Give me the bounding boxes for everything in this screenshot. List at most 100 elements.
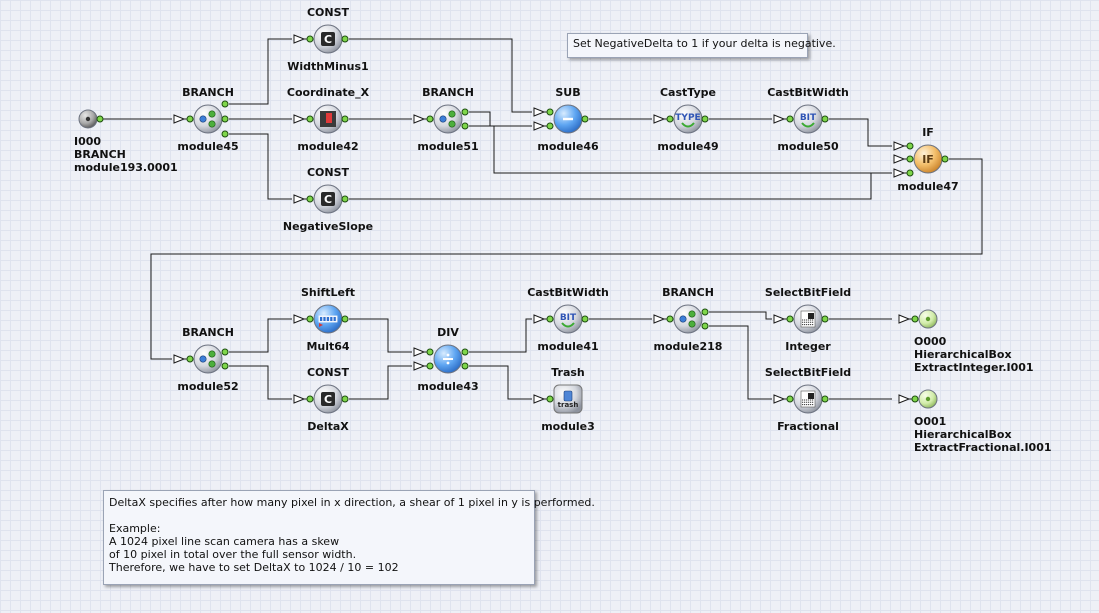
wire[interactable] <box>229 318 292 353</box>
input-arrow-icon <box>293 394 306 404</box>
output-port[interactable] <box>461 348 469 356</box>
io-label: BRANCH <box>74 148 126 161</box>
output-port[interactable] <box>341 115 349 123</box>
wire[interactable] <box>349 318 412 353</box>
input-arrow-icon <box>293 194 306 204</box>
wire[interactable] <box>469 318 532 353</box>
module-title: BRANCH <box>182 86 234 99</box>
cast-arrow <box>561 322 575 328</box>
input-arrow-icon <box>893 141 906 151</box>
output-port[interactable] <box>96 115 104 123</box>
output-port[interactable] <box>341 35 349 43</box>
input-port[interactable] <box>786 115 794 123</box>
input-port[interactable] <box>426 362 434 370</box>
input-dot <box>85 116 91 122</box>
input-port[interactable] <box>906 142 914 150</box>
wire[interactable] <box>349 172 892 200</box>
input-port[interactable] <box>306 315 314 323</box>
connection-wires <box>95 38 983 400</box>
wire[interactable] <box>349 38 532 113</box>
output-port[interactable] <box>221 348 229 356</box>
module-body[interactable] <box>433 104 463 134</box>
deltax-note[interactable]: DeltaX specifies after how many pixel in… <box>103 490 595 585</box>
output-port[interactable] <box>221 100 229 108</box>
wire[interactable] <box>469 111 532 127</box>
wire[interactable] <box>469 125 871 174</box>
wire[interactable] <box>829 118 892 147</box>
input-port[interactable] <box>546 315 554 323</box>
input-port[interactable] <box>786 315 794 323</box>
negative-delta-note[interactable]: Set NegativeDelta to 1 if your delta is … <box>567 33 836 58</box>
input-port[interactable] <box>426 115 434 123</box>
module-body[interactable] <box>193 344 223 374</box>
output-port[interactable] <box>941 155 949 163</box>
output-port[interactable] <box>821 115 829 123</box>
wire[interactable] <box>469 365 532 400</box>
module-o001[interactable]: O001HierarchicalBoxExtractFractional.I00… <box>914 389 1052 454</box>
output-port[interactable] <box>821 315 829 323</box>
output-port[interactable] <box>701 115 709 123</box>
input-port[interactable] <box>546 108 554 116</box>
output-port[interactable] <box>341 395 349 403</box>
input-port[interactable] <box>906 169 914 177</box>
output-port[interactable] <box>701 322 709 330</box>
input-port[interactable] <box>306 115 314 123</box>
output-port[interactable] <box>221 130 229 138</box>
input-port[interactable] <box>306 395 314 403</box>
input-port[interactable] <box>546 395 554 403</box>
input-port[interactable] <box>786 395 794 403</box>
input-port[interactable] <box>666 115 674 123</box>
output-port[interactable] <box>461 362 469 370</box>
module-label: module42 <box>297 140 358 153</box>
output-port[interactable] <box>461 122 469 130</box>
input-port[interactable] <box>546 122 554 130</box>
wire[interactable] <box>150 158 983 360</box>
input-port[interactable] <box>306 195 314 203</box>
output-port[interactable] <box>581 315 589 323</box>
input-port[interactable] <box>426 348 434 356</box>
wire[interactable] <box>229 133 292 200</box>
module-body[interactable] <box>193 104 223 134</box>
input-port[interactable] <box>666 315 674 323</box>
wire[interactable] <box>349 365 412 400</box>
wire[interactable] <box>709 311 772 320</box>
module-body[interactable] <box>673 304 703 334</box>
output-port[interactable] <box>221 115 229 123</box>
output-port[interactable] <box>701 308 709 316</box>
input-port[interactable] <box>911 395 919 403</box>
shift-bit <box>323 317 326 321</box>
input-port[interactable] <box>906 155 914 163</box>
output-port[interactable] <box>341 315 349 323</box>
output-port[interactable] <box>461 108 469 116</box>
output-port[interactable] <box>221 362 229 370</box>
input-port[interactable] <box>186 115 194 123</box>
branch-dot <box>199 115 207 123</box>
output-port[interactable] <box>341 195 349 203</box>
output-port[interactable] <box>821 395 829 403</box>
module-title: BRANCH <box>182 326 234 339</box>
wire[interactable] <box>709 325 772 400</box>
input-port[interactable] <box>911 315 919 323</box>
input-port[interactable] <box>186 355 194 363</box>
output-port[interactable] <box>581 115 589 123</box>
wire[interactable] <box>229 38 292 105</box>
input-port[interactable] <box>306 35 314 43</box>
wire[interactable] <box>229 365 292 400</box>
